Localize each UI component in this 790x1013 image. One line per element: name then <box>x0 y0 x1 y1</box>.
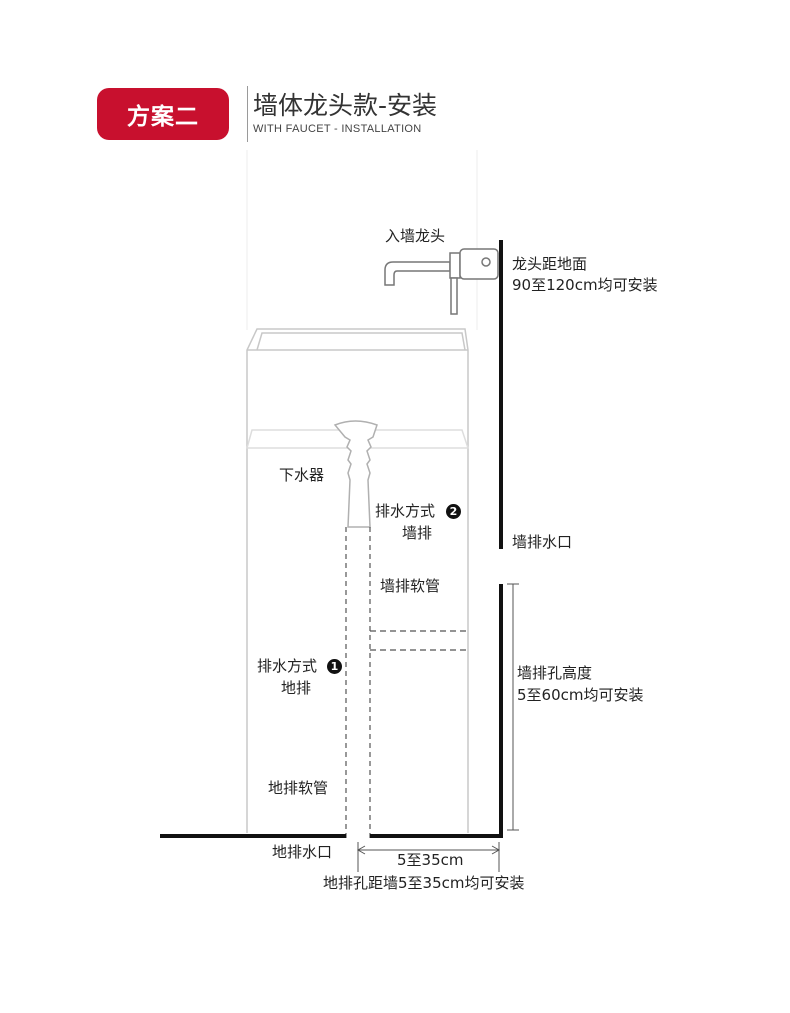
label-wall-faucet: 入墙龙头 <box>385 227 446 245</box>
method-2-title: 排水方式 <box>375 502 436 520</box>
method-1-number-badge: 1 <box>327 659 342 674</box>
label-distance-full: 地排孔距墙5至35cm均可安装 <box>323 874 525 892</box>
label-method-1: 排水方式 <box>257 655 317 677</box>
method-1-title: 排水方式 <box>257 657 318 675</box>
label-floor-hose: 地排软管 <box>268 779 329 797</box>
label-distance-short: 5至35cm <box>397 851 464 869</box>
page-title: 墙体龙头款-安装 <box>253 91 438 120</box>
floor-drain-hose <box>345 527 371 838</box>
label-faucet-height: 龙头距地面 <box>512 255 588 273</box>
page-subtitle: WITH FAUCET - INSTALLATION <box>253 123 422 135</box>
label-wall-hole-height: 墙排孔高度 <box>517 664 593 682</box>
label-floor-outlet: 地排水口 <box>272 843 333 861</box>
pedestal-basin <box>246 328 470 833</box>
label-drain: 下水器 <box>279 466 325 484</box>
label-method-1-sub: 地排 <box>281 679 312 697</box>
label-method-2-sub: 墙排 <box>402 524 433 542</box>
wall-drain-hose <box>370 630 466 651</box>
label-wall-outlet: 墙排水口 <box>512 533 573 551</box>
title-divider <box>247 86 248 142</box>
label-wall-hose: 墙排软管 <box>380 577 441 595</box>
label-wall-hole-height-range: 5至60cm均可安装 <box>517 686 644 704</box>
label-faucet-height-range: 90至120cm均可安装 <box>512 276 658 294</box>
drain-fitting <box>333 420 378 528</box>
label-method-2: 排水方式 <box>375 500 435 522</box>
wall-faucet-shape <box>384 248 499 315</box>
method-2-number-badge: 2 <box>446 504 461 519</box>
dimension-wall-hole-height <box>507 583 519 831</box>
dimension-hole-to-wall <box>356 842 501 872</box>
plan-badge: 方案二 <box>97 88 229 140</box>
